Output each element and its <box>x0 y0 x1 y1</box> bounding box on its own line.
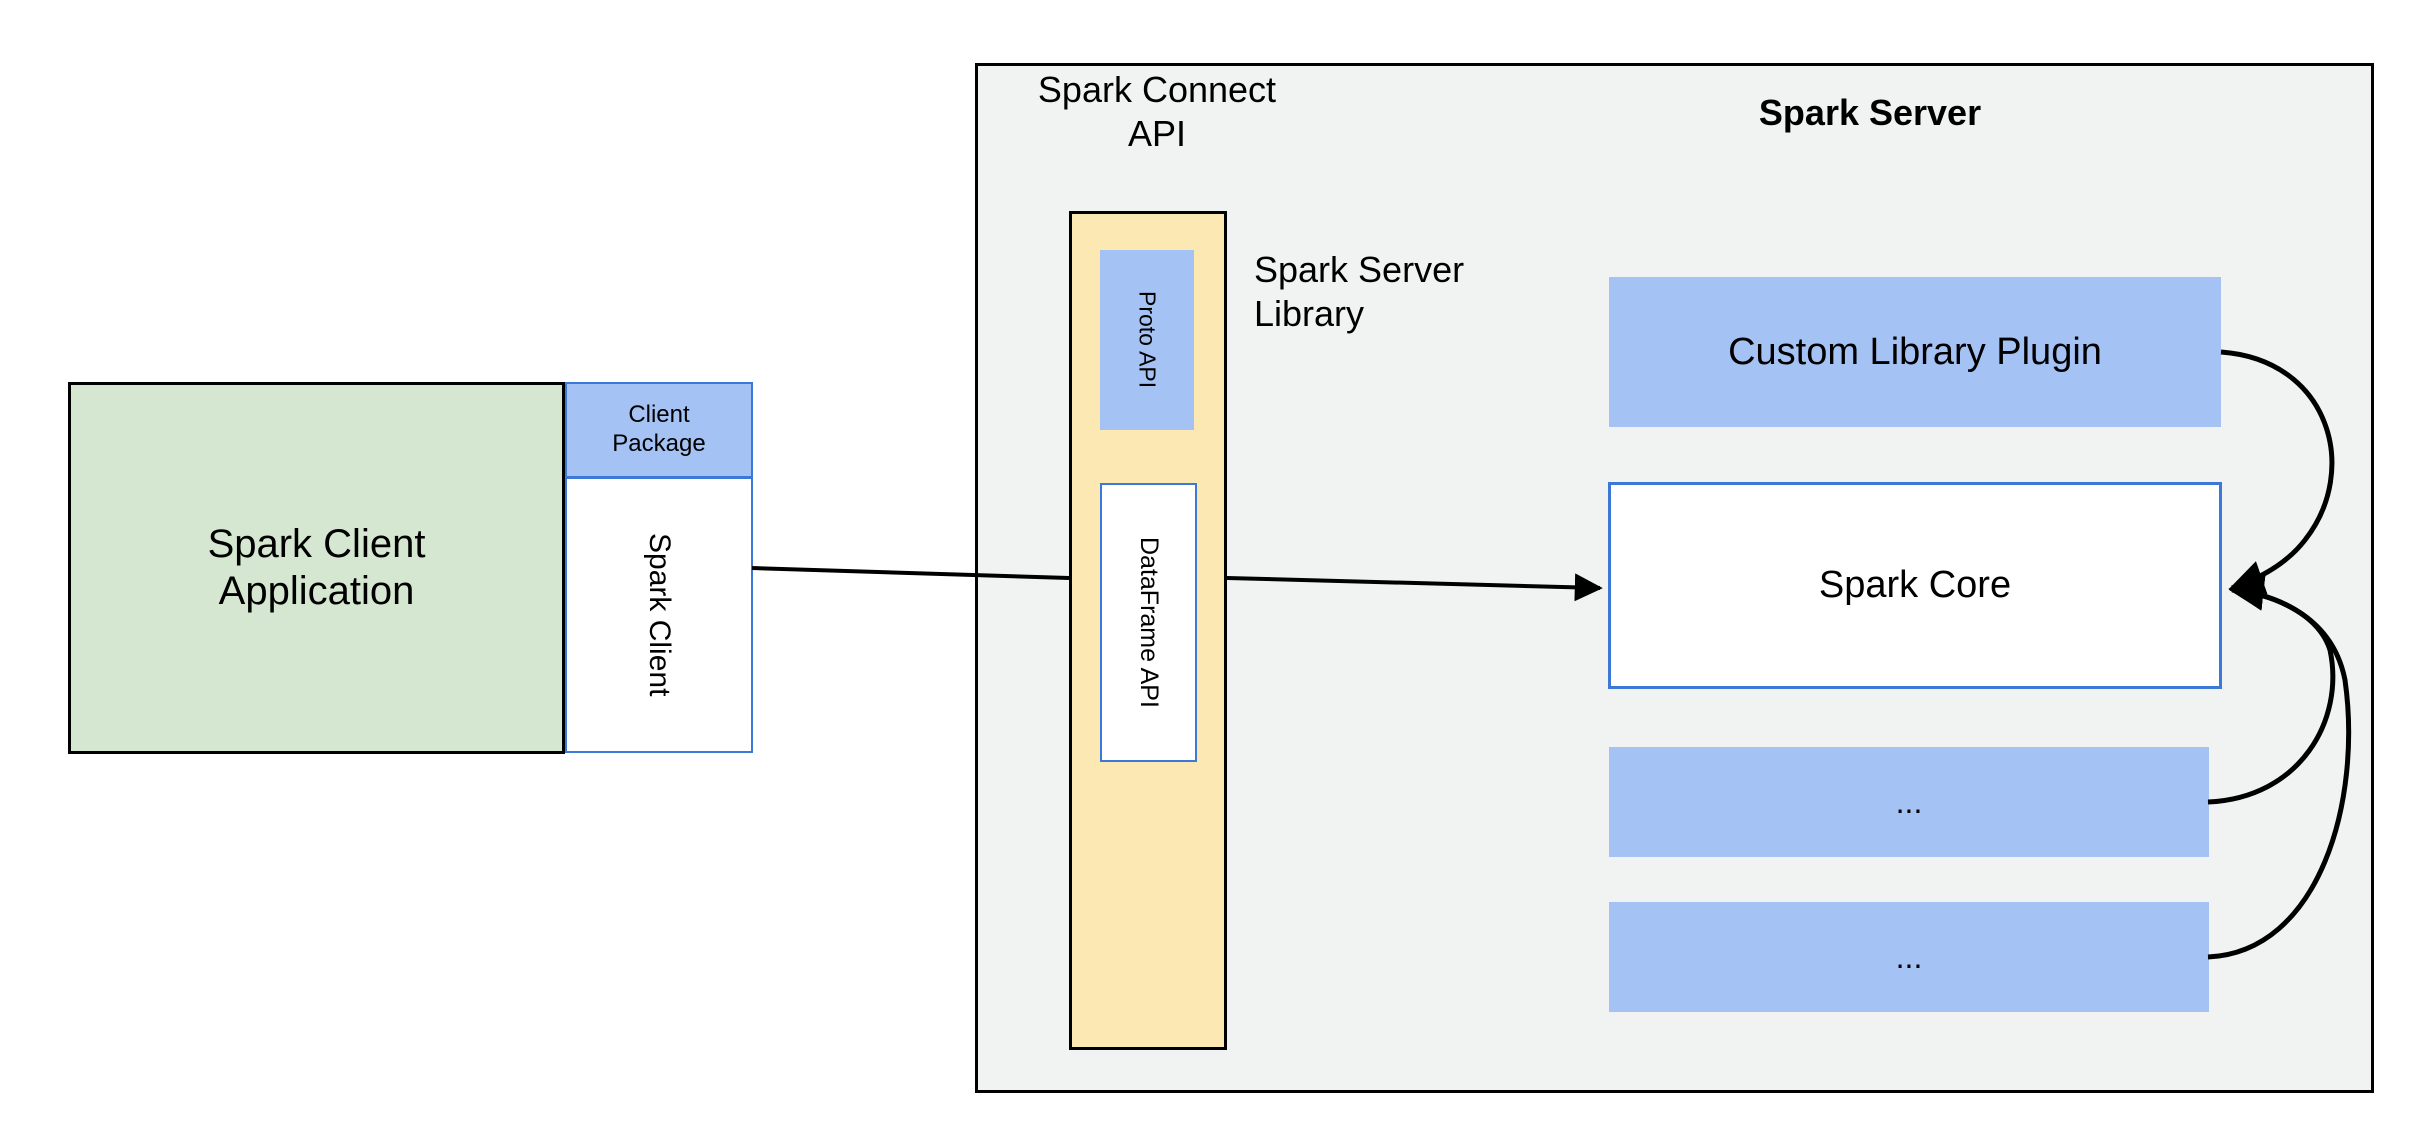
ellipsis-label-1: ... <box>1895 783 1923 820</box>
spark-server-title: Spark Server <box>1758 92 1982 133</box>
spark-client-application-box[interactable]: Spark Client Application <box>68 382 565 754</box>
proto-api-box[interactable]: Proto API <box>1100 250 1194 430</box>
custom-library-plugin-box[interactable]: Custom Library Plugin <box>1609 277 2221 427</box>
spark-core-box[interactable]: Spark Core <box>1608 482 2222 689</box>
spark-client-application-label: Spark Client Application <box>207 521 426 613</box>
ellipsis-box-2[interactable]: ... <box>1609 902 2209 1012</box>
dataframe-api-box[interactable]: DataFrame API <box>1100 483 1197 762</box>
spark-connect-api-label: Spark Connect API <box>1037 69 1277 154</box>
spark-client-label: Spark Client <box>643 533 676 697</box>
spark-server-library-label: Spark Server Library <box>1254 249 1465 334</box>
client-package-box[interactable]: Client Package <box>565 382 753 478</box>
proto-api-label: Proto API <box>1134 291 1161 389</box>
spark-core-label: Spark Core <box>1818 564 2012 606</box>
ellipsis-box-1[interactable]: ... <box>1609 747 2209 857</box>
dataframe-api-label: DataFrame API <box>1135 537 1163 708</box>
ellipsis-label-2: ... <box>1895 938 1923 975</box>
spark-client-box[interactable]: Spark Client <box>565 477 753 753</box>
client-package-label: Client Package <box>612 401 706 457</box>
custom-library-plugin-label: Custom Library Plugin <box>1728 330 2102 373</box>
